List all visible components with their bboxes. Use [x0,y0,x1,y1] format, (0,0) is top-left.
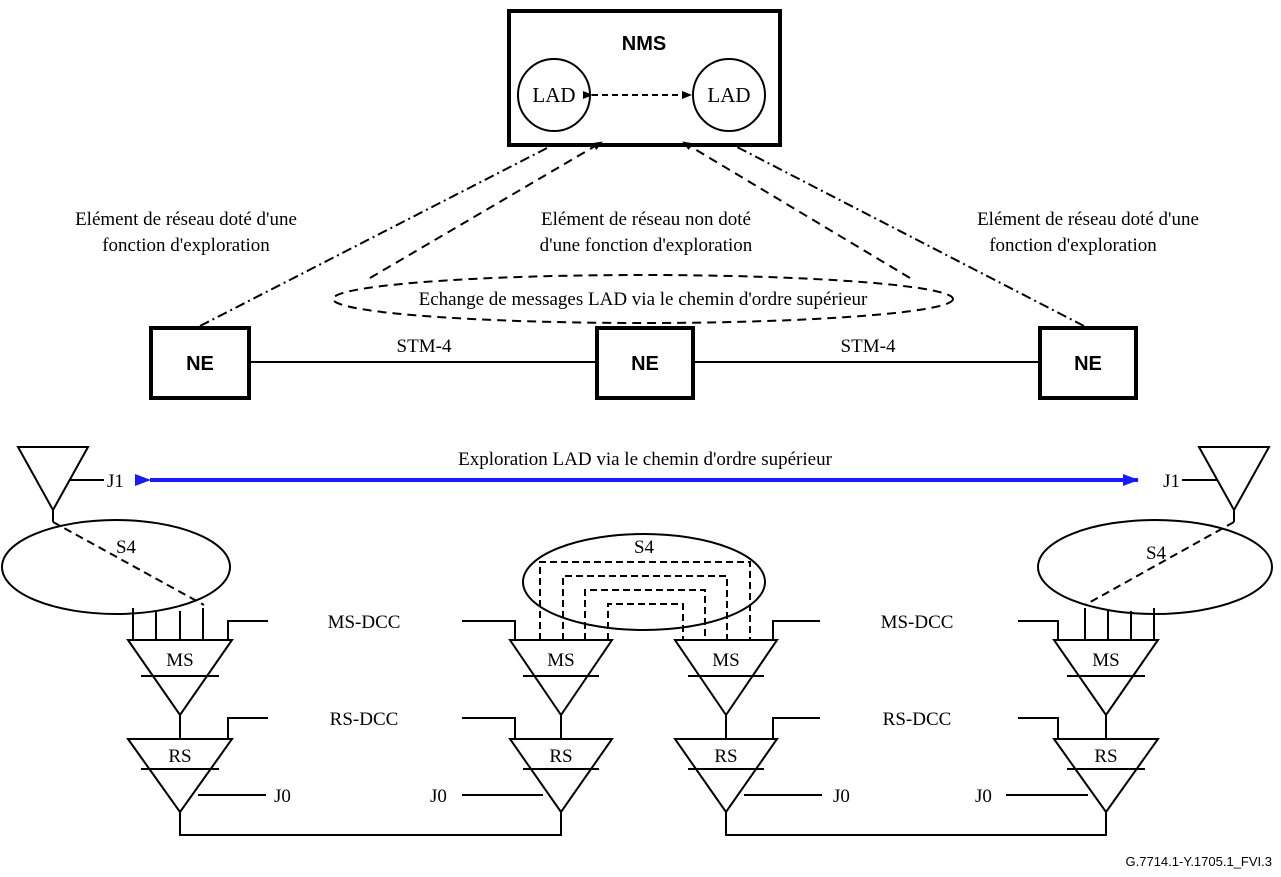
s4-right-ellipse [1037,519,1273,615]
ms-right-block [1052,639,1160,717]
ne-left-description-1: Elément de réseau doté d'une [75,209,297,230]
ms-mid-left-block [508,639,614,717]
s4-left-diagonal [52,521,205,606]
ms-left-block [126,639,234,717]
j1-left-triangle [16,446,90,513]
rs-label-4: RS [1094,746,1117,767]
j1-left-label: J1 [107,471,124,492]
s4-middle-nested-loops [539,561,751,640]
ne-mid-description-2: d'une fonction d'exploration [540,235,753,256]
nms-block: NMS LAD LAD [507,9,782,147]
stm4-right-label: STM-4 [841,336,896,357]
function-labels: J1 J1 S4 S4 S4 MS-DCC MS-DCC RS-DCC RS-D… [107,471,1180,807]
s4-left-ellipse [1,519,231,615]
ms-dcc-left-label: MS-DCC [328,612,401,633]
ne-right-description-2: fonction d'exploration [989,235,1157,256]
exploration-label: Exploration LAD via le chemin d'ordre su… [458,449,832,470]
exchange-label: Echange de messages LAD via le chemin d'… [419,289,868,310]
ms-right-dcc-stub [1018,620,1059,640]
rs-mid-right-dcc-stub [772,717,820,739]
loop-outer [539,561,751,640]
lad-right-label: LAD [707,83,750,107]
rs-dcc-right-label: RS-DCC [883,709,952,730]
lad-right-circle [692,58,766,132]
ne-right-label: NE [1074,353,1102,375]
left-ne-dashdot [199,146,550,327]
ms-label-2: MS [547,650,574,671]
s4-right-diagonal [1084,521,1235,606]
j0-label-4: J0 [975,786,992,807]
rs-mid-left-dcc-stub [462,717,516,739]
ne-left-label: NE [186,353,214,375]
ne-middle-label: NE [631,353,659,375]
stm4-left-label: STM-4 [397,336,452,357]
left-node-stack [1,446,268,814]
middle-node-stack [462,533,822,814]
j0-label-2: J0 [430,786,447,807]
s4-middle-ellipse [522,533,766,631]
ne-left-description-2: fonction d'exploration [102,235,270,256]
rs-left-dcc-stub [227,717,268,739]
ms-label-1: MS [166,650,193,671]
ms-mid-right-dcc-stub [772,620,820,640]
lad-exchange-ellipse [332,274,954,324]
bottom-link-left [179,812,562,836]
lad-left-label: LAD [532,83,575,107]
rs-right-dcc-stub [1018,717,1059,739]
ne-row: NE NE NE STM-4 STM-4 [149,326,1138,400]
bottom-links [179,812,1107,836]
j0-label-3: J0 [833,786,850,807]
right-ne-dashdot [736,146,1085,327]
nms-box [507,9,782,147]
rs-label-3: RS [714,746,737,767]
loop-2 [562,575,728,640]
s4-right-label: S4 [1146,543,1167,564]
rs-mid-left-block [508,738,614,814]
ms-label-4: MS [1092,650,1119,671]
rs-mid-right-block [673,738,779,814]
nms-connections [199,141,1085,327]
j1-right-label: J1 [1163,471,1180,492]
j1-right-triangle [1197,446,1271,513]
ms-mid-right-block [673,639,779,717]
rs-dcc-left-label: RS-DCC [330,709,399,730]
figure-id: G.7714.1-Y.1705.1_FVI.3 [1126,854,1272,869]
nms-title: NMS [622,33,666,55]
right-node-stack [1006,446,1273,814]
ms-left-dcc-stub [227,620,268,640]
rs-label-2: RS [549,746,572,767]
loop-3 [584,589,706,640]
ne-mid-description-1: Elément de réseau non doté [541,209,751,230]
s4-middle-label: S4 [634,537,655,558]
ms-label-3: MS [712,650,739,671]
bottom-link-right [725,812,1107,836]
rs-right-block [1052,738,1160,814]
ms-dcc-right-label: MS-DCC [881,612,954,633]
ms-mid-left-dcc-stub [462,620,516,640]
j0-label-1: J0 [274,786,291,807]
ne-right-description-1: Elément de réseau doté d'une [977,209,1199,230]
s4-left-label: S4 [116,537,137,558]
rs-label-1: RS [168,746,191,767]
loop-inner [607,603,684,640]
rs-left-block [126,738,234,814]
